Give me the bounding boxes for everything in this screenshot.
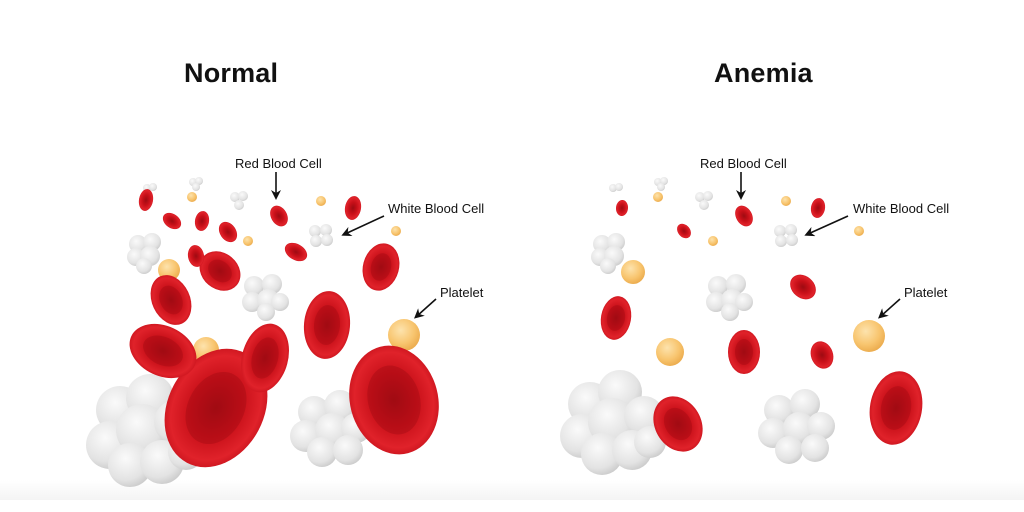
white-blood-cell <box>758 389 835 464</box>
anemia-panel-cells <box>560 177 928 475</box>
red-blood-cell <box>143 268 199 331</box>
white-blood-cell <box>127 233 161 274</box>
white-blood-cell-pointer-arrow <box>808 216 848 234</box>
red-blood-cell <box>809 197 826 219</box>
red-blood-cell <box>357 239 404 295</box>
white-blood-cell <box>654 177 668 191</box>
white-blood-cell <box>309 224 333 247</box>
red-blood-cell <box>301 289 353 361</box>
white-blood-cell-label: White Blood Cell <box>853 201 949 216</box>
platelet <box>854 226 864 236</box>
platelet <box>391 226 401 236</box>
red-blood-cell <box>282 239 311 265</box>
red-blood-cell <box>807 338 837 372</box>
red-blood-cell <box>785 270 821 305</box>
platelet <box>621 260 645 284</box>
platelet <box>708 236 718 246</box>
red-blood-cell <box>615 200 628 217</box>
platelet-pointer-arrow <box>881 299 900 316</box>
red-blood-cell-label: Red Blood Cell <box>235 156 322 171</box>
red-blood-cell <box>343 195 363 221</box>
white-blood-cell <box>189 177 203 191</box>
anemia-panel-title: Anemia <box>714 58 813 89</box>
white-blood-cell <box>695 191 713 210</box>
red-blood-cell <box>267 202 292 229</box>
platelet-label: Platelet <box>440 285 483 300</box>
white-blood-cell-label: White Blood Cell <box>388 201 484 216</box>
platelet <box>187 192 197 202</box>
platelet <box>853 320 885 352</box>
red-blood-cell <box>193 210 210 232</box>
platelet <box>316 196 326 206</box>
red-blood-cell <box>732 202 757 229</box>
platelet <box>243 236 253 246</box>
red-blood-cell <box>864 367 928 449</box>
platelet-pointer-arrow <box>417 299 436 316</box>
red-blood-cell <box>160 210 184 233</box>
white-blood-cell <box>560 370 666 475</box>
red-blood-cell <box>674 221 693 241</box>
red-blood-cell-label: Red Blood Cell <box>700 156 787 171</box>
white-blood-cell <box>591 233 625 274</box>
red-blood-cell <box>728 330 760 374</box>
normal-panel-cells <box>86 177 451 487</box>
white-blood-cell <box>230 191 248 210</box>
platelet <box>653 192 663 202</box>
red-blood-cell <box>597 294 634 343</box>
red-blood-cell <box>215 218 241 245</box>
white-blood-cell <box>609 183 623 192</box>
white-blood-cell <box>706 274 753 321</box>
white-blood-cell <box>242 274 289 321</box>
platelet <box>781 196 791 206</box>
normal-panel-title: Normal <box>184 58 278 89</box>
red-blood-cell <box>137 188 155 212</box>
platelet-label: Platelet <box>904 285 947 300</box>
platelet <box>656 338 684 366</box>
white-blood-cell <box>774 224 798 247</box>
